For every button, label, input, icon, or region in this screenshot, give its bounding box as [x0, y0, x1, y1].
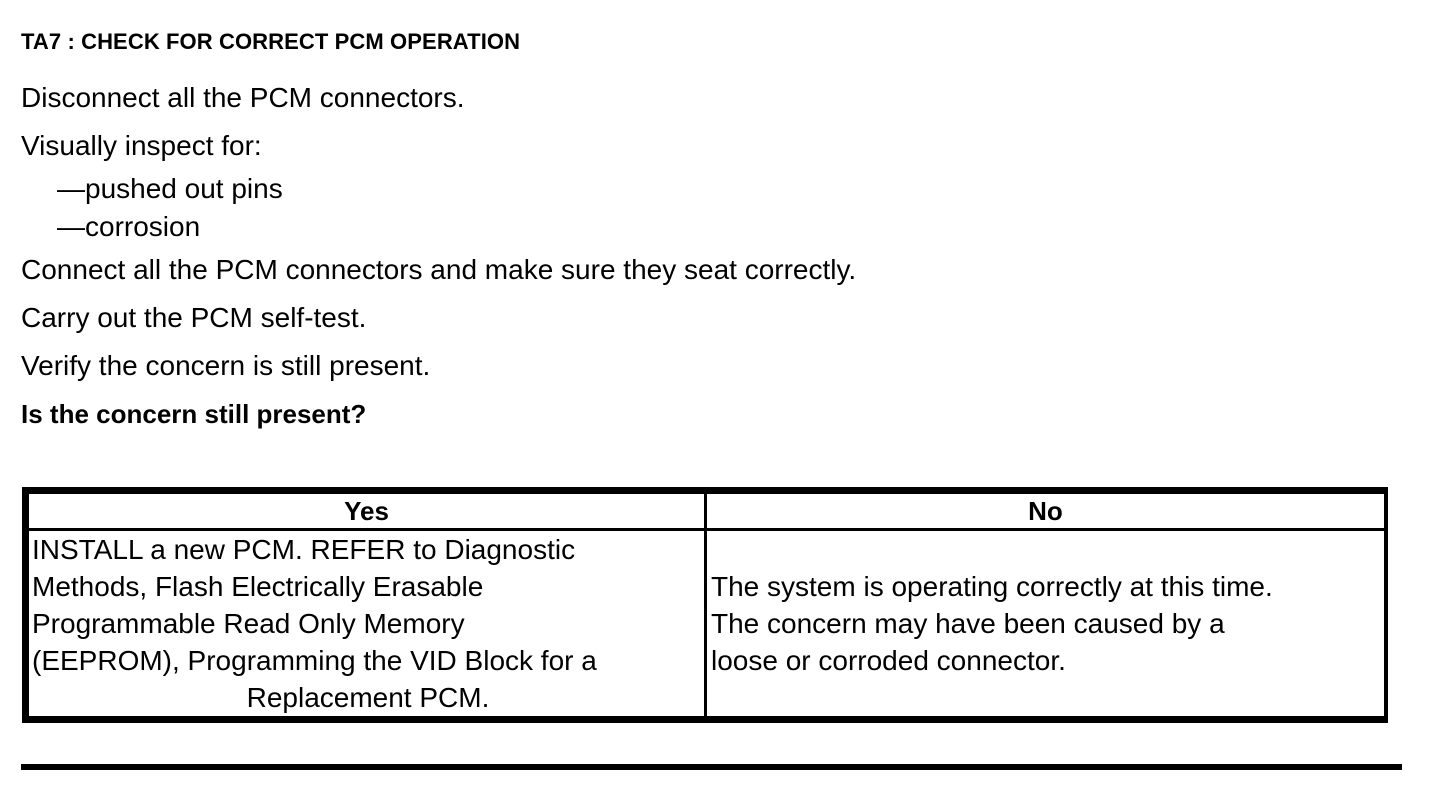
- page-title: TA7 : CHECK FOR CORRECT PCM OPERATION: [21, 29, 521, 54]
- section-divider-rule: [21, 764, 1402, 770]
- column-header-no: No: [704, 491, 1387, 531]
- cell-no-action: The system is operating correctly at thi…: [704, 528, 1387, 719]
- cell-text-line: loose or corroded connector.: [711, 645, 1066, 676]
- cell-yes-action: INSTALL a new PCM. REFER to Diagnostic M…: [26, 528, 707, 719]
- cell-text-line: Methods, Flash Electrically Erasable: [32, 571, 484, 602]
- instruction-line: Disconnect all the PCM connectors.: [21, 82, 465, 113]
- table-row: INSTALL a new PCM. REFER to Diagnostic M…: [26, 528, 1387, 719]
- cell-text-line: Programmable Read Only Memory: [32, 608, 465, 639]
- decision-table: Yes No INSTALL a new PCM. REFER to Diagn…: [22, 487, 1388, 723]
- cell-text-line: Replacement PCM.: [246, 682, 490, 713]
- cell-text-line: INSTALL a new PCM. REFER to Diagnostic: [32, 534, 576, 565]
- instruction-bullet: —corrosion: [57, 211, 201, 242]
- decision-question: Is the concern still present?: [21, 399, 367, 429]
- column-header-yes: Yes: [26, 491, 707, 531]
- table-header-row: Yes No: [26, 491, 1387, 531]
- instruction-list: Disconnect all the PCM connectors. Visua…: [21, 74, 1401, 438]
- instruction-bullet: —pushed out pins: [57, 173, 283, 204]
- cell-text-line: The system is operating correctly at thi…: [711, 571, 1273, 602]
- cell-text-line: The concern may have been caused by a: [711, 608, 1225, 639]
- cell-text-line: (EEPROM), Programming the VID Block for …: [32, 645, 597, 676]
- instruction-line: Verify the concern is still present.: [21, 350, 431, 381]
- instruction-line: Carry out the PCM self-test.: [21, 302, 367, 333]
- instruction-line: Connect all the PCM connectors and make …: [21, 254, 857, 285]
- instruction-line: Visually inspect for:: [21, 130, 262, 161]
